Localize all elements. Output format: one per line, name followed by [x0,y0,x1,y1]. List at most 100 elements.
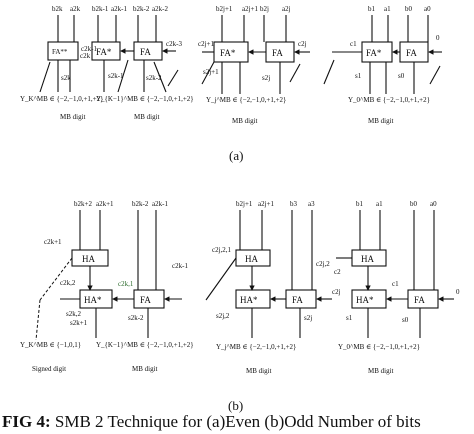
cell-label: FA* [366,48,382,58]
cell-label: FA** [52,48,68,56]
sum-label: s1 [355,72,362,80]
input-label: b2j+1 [236,200,253,208]
sum-label: s2k-2 [128,314,144,322]
input-label: a1 [376,200,383,208]
input-a2j+1: a2j+1 [242,5,258,13]
cell-label: FA [272,48,283,58]
figure-caption: FIG 4: SMB 2 Technique for (a)Even (b)Od… [2,412,421,432]
carry-in: 0 [436,34,440,42]
input-label: b0 [410,200,418,208]
caption-text: SMB 2 Technique for (a)Even (b)Odd Numbe… [50,412,421,431]
carry-label: c2k,2 [60,279,76,287]
input-b2k-2: b2k-2 [133,5,150,13]
cell-fa-star [91,41,121,61]
caption-prefix: FIG 4: [2,412,51,431]
input-b2k-1: b2k-1 [92,5,109,13]
sum-label: s2j+1 [203,68,219,76]
carry-label: c2j [332,288,341,296]
input-b2j: b2j [260,5,269,13]
sum-label: s0 [398,72,405,80]
cell-label: HA* [240,295,258,305]
digit-label: MB digit [368,367,394,375]
digit-label: MB digit [60,113,86,121]
input-label: a3 [308,200,315,208]
carry-label: c2j [298,40,307,48]
input-a1: a1 [384,5,391,13]
carry-label: c2k,1 [118,280,134,288]
digit-label: MB digit [368,117,394,125]
carry-label: c2j,2 [316,260,330,268]
carry-label: c2j+1 [198,40,214,48]
input-label: b2k+2 [74,200,92,208]
sum-label: s2j [304,314,312,322]
cell-label: FA [292,295,303,305]
cell-label: FA [414,295,425,305]
input-label: a2j+1 [258,200,274,208]
cell-label: HA* [84,295,102,305]
input-label: a2k+1 [96,200,114,208]
sum-label: s2j [262,74,270,82]
cell-label: HA [361,254,374,264]
input-label: b2k-2 [132,200,149,208]
digit-label: MB digit [132,365,158,373]
digit-label: MB digit [246,367,272,375]
panel-b-tag: (b) [228,398,243,413]
result-label: Y_0^MB ∈ {−2,−1,0,+1,+2} [348,96,430,104]
input-a0: a0 [424,5,431,13]
input-a2k: a2k [70,5,81,13]
carry-label: c2j,2,1 [212,246,232,254]
input-b0: b0 [405,5,413,13]
result-label: Y_j^MB ∈ {−2,−1,0,+1,+2} [216,343,296,351]
input-b1: b1 [368,5,376,13]
input-b2j+1: b2j+1 [216,5,233,13]
result-label: Y_{K−1}^MB ∈ {−2,−1,0,+1,+2} [96,341,194,349]
panel-b: b2k+2 a2k+1 b2k-2 a2k-1 b2j+1 a2j+1 b3 a… [20,200,460,413]
input-label: a0 [430,200,437,208]
carry-label: c1 [350,40,357,48]
result-label: Y_j^MB ∈ {−2,−1,0,+1,+2} [206,96,286,104]
cell-label: HA* [356,295,374,305]
panel-a-tag: (a) [229,148,243,163]
carry-label: c2k+1 [44,238,62,246]
input-label: b1 [356,200,364,208]
result-label: Y_K^MB ∈ {−2,−1,0,+1,+2} [20,95,103,103]
cell-label: FA* [220,48,236,58]
input-b2k: b2k [52,5,63,13]
sum-label: s2k [61,74,71,82]
input-label: a2k-1 [152,200,168,208]
cell-label: FA* [96,47,112,57]
cell-label: FA [140,47,151,57]
cell-label: FA [140,295,151,305]
carry-label: c2k-3 [166,40,182,48]
sum-label: s2j,2 [216,312,230,320]
cell-label: FA [406,48,417,58]
digit-label: Signed digit [32,365,66,373]
digit-label: MB digit [232,117,258,125]
carry-label: c2k-1 [172,262,188,270]
carry-label: c2k [80,52,91,60]
carry-label: c1 [392,280,399,288]
sum-label: s1 [346,314,353,322]
result-label: Y_K^MB ∈ {−1,0,1} [20,341,81,349]
input-a2j: a2j [282,5,291,13]
cell-fa-double-star [47,41,79,61]
sum-label: s2k,2 [66,310,81,318]
carry-in: 0 [456,288,460,296]
sum-label: s0 [402,316,409,324]
sum-label: s2k+1 [70,319,88,327]
panel-a: b2k a2k b2k-1 a2k-1 b2k-2 a2k-2 b2j+1 a2… [20,5,442,163]
result-label: Y_0^MB ∈ {−2,−1,0,+1,+2} [338,343,420,351]
digit-label: MB digit [134,113,160,121]
sum-label: s2k-1 [108,72,124,80]
input-a2k-1: a2k-1 [111,5,127,13]
input-label: b3 [290,200,298,208]
carry-label: c2 [334,268,341,276]
cell-label: HA [245,254,258,264]
result-label: Y_{K−1}^MB ∈ {−2,−1,0,+1,+2} [96,95,194,103]
input-a2k-2: a2k-2 [152,5,168,13]
cell-label: HA [82,254,95,264]
carry-label: c2k-1 [81,45,97,53]
sum-label: s2k-2 [146,74,162,82]
